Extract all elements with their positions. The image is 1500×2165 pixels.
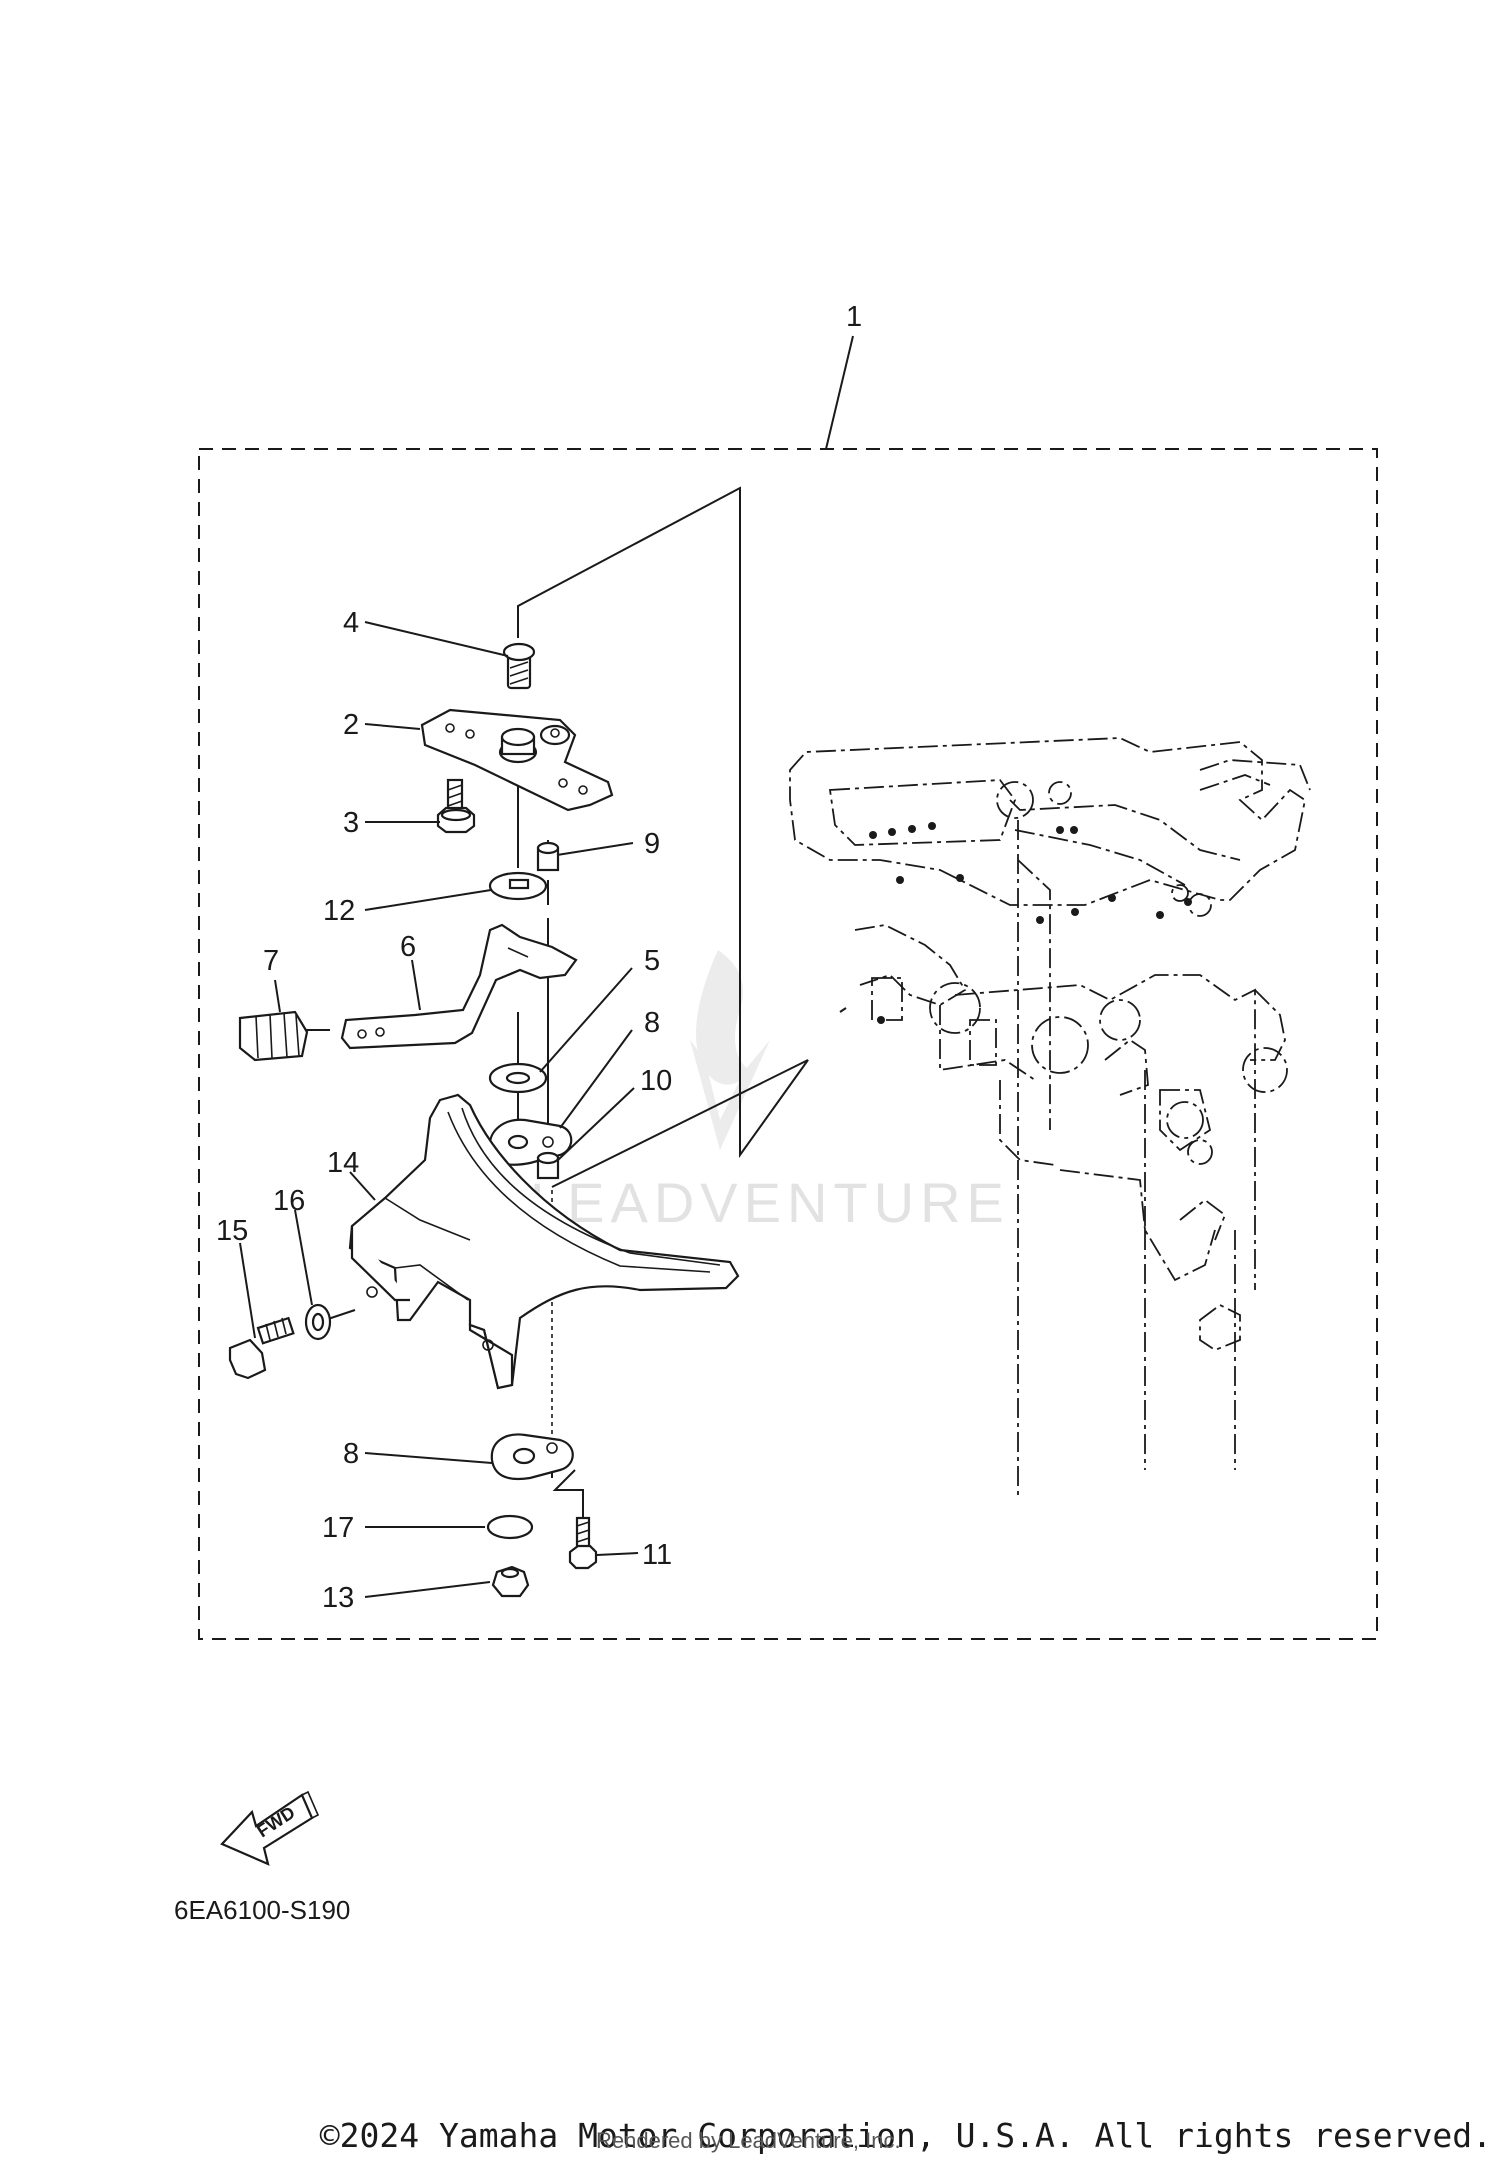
callout-9: 9 (644, 828, 660, 860)
part-10-collar (536, 1151, 560, 1180)
part-2-plate (420, 708, 614, 812)
part-9-collar (536, 841, 560, 872)
watermark-text: LEADVENTURE (530, 1171, 1010, 1234)
part-3-bolt (436, 778, 476, 834)
callout-14: 14 (327, 1147, 359, 1179)
phantom-bracket (789, 737, 1311, 1500)
kit-boundary (198, 448, 1378, 1640)
diagram-code: 6EA6100-S190 (174, 1895, 350, 1925)
callout-8-lower: 8 (343, 1438, 359, 1470)
part-17-washer (486, 1514, 534, 1540)
callout-6: 6 (400, 931, 416, 963)
fwd-arrow-icon: FWD (220, 1790, 320, 1866)
callout-15: 15 (216, 1215, 248, 1247)
callout-7: 7 (263, 945, 279, 977)
part-16-washer (304, 1303, 332, 1341)
part-4-screw (502, 642, 536, 690)
part-15-bolt (228, 1316, 295, 1380)
callout-11: 11 (642, 1539, 672, 1571)
part-7-grip (238, 1010, 309, 1062)
callout-2: 2 (343, 709, 359, 741)
copyright-notice: ©2024 Yamaha Motor Corporation, U.S.A. A… (319, 2116, 1492, 2155)
watermark: LEADVENTURE (530, 950, 1010, 1234)
callout-5: 5 (644, 945, 660, 977)
assembly-lines (300, 486, 847, 1520)
callout-17: 17 (322, 1512, 354, 1544)
callout-4: 4 (343, 607, 359, 639)
callout-16: 16 (273, 1185, 305, 1217)
callout-8-upper: 8 (644, 1007, 660, 1039)
callout-3: 3 (343, 807, 359, 839)
part-12-washer (488, 871, 548, 901)
part-6-lever (340, 923, 578, 1050)
callout-10: 10 (640, 1065, 672, 1097)
part-11-bolt (568, 1516, 598, 1570)
callout-leaders (239, 621, 639, 1598)
rendered-by-notice: Rendered by LeadVenture, Inc. (596, 2128, 901, 2153)
part-14-bracket (348, 1093, 740, 1390)
callout-13: 13 (322, 1582, 354, 1614)
part-13-nut (491, 1565, 530, 1598)
callout-1: 1 (846, 301, 862, 333)
callout-12: 12 (323, 895, 355, 927)
part-8-lower-cam (490, 1433, 574, 1481)
part-5-washer (488, 1062, 548, 1094)
callouts: 1 4 2 3 9 12 6 7 5 8 10 14 16 15 8 17 11… (216, 301, 862, 1614)
